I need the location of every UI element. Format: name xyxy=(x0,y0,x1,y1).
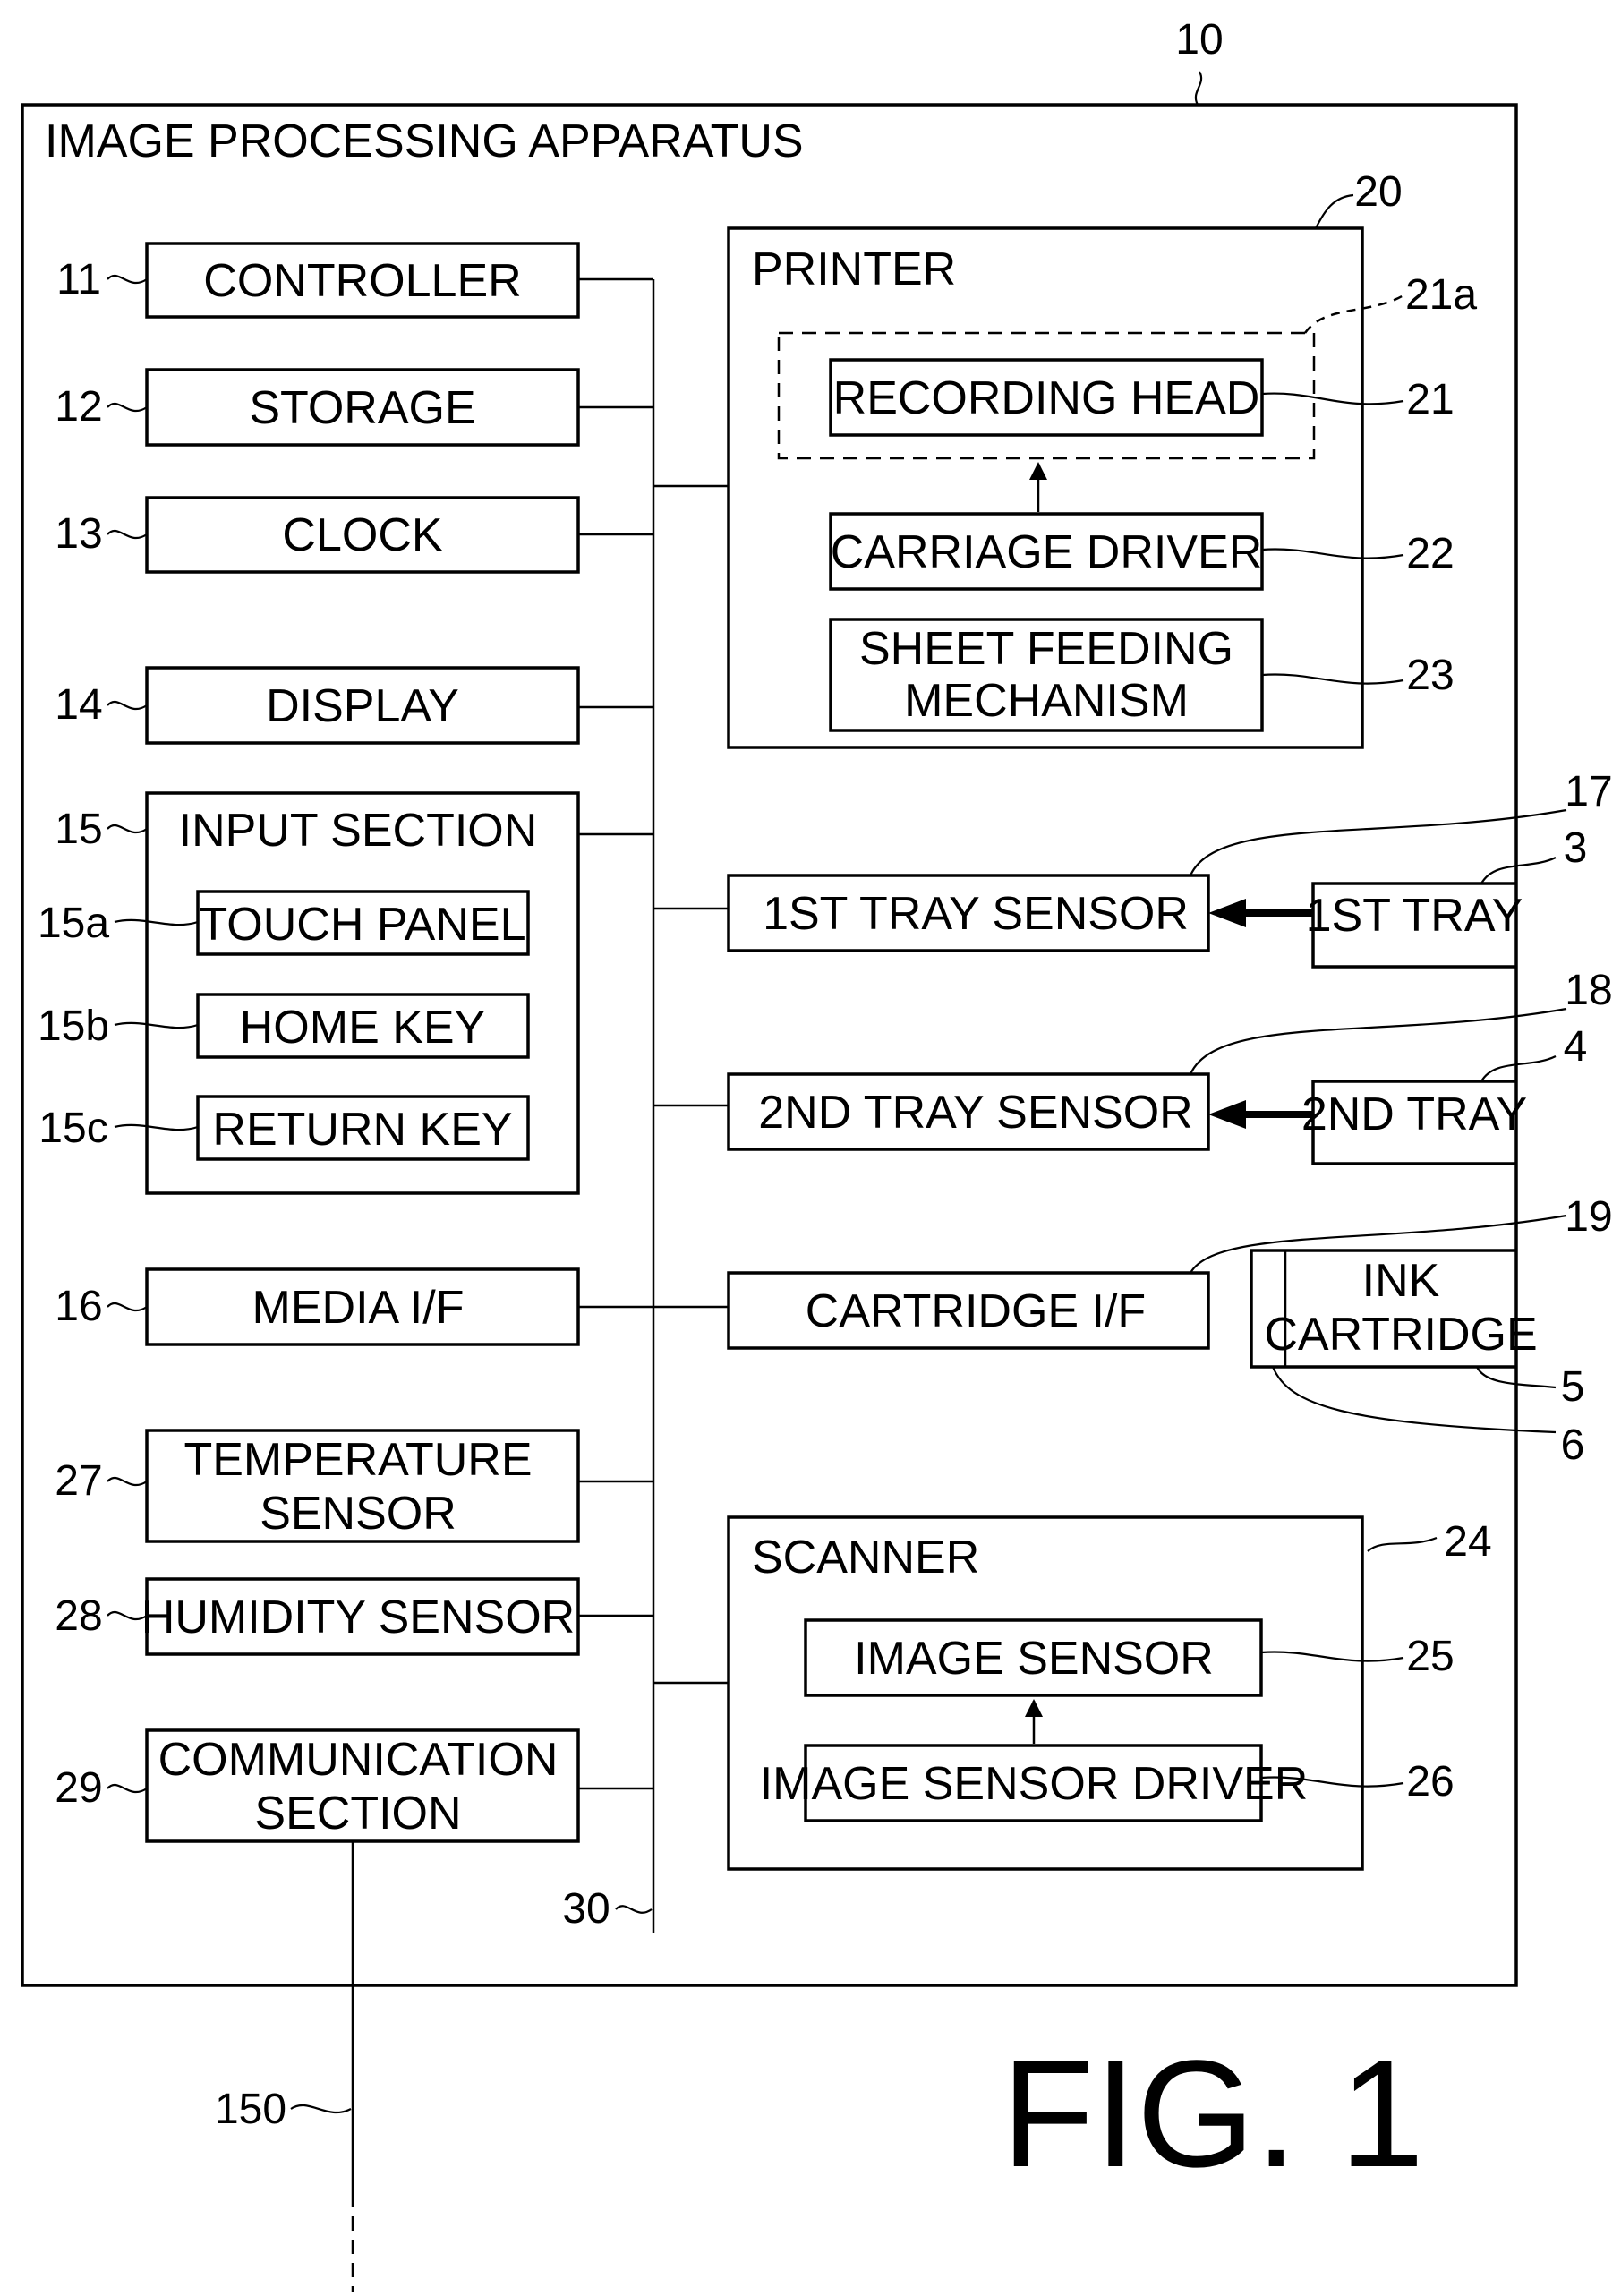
tray-2-ref: 4 xyxy=(1564,1023,1588,1071)
image-sensor-label: IMAGE SENSOR xyxy=(854,1633,1214,1685)
recording-head-ref: 21 xyxy=(1406,376,1454,423)
humidity-sensor-label: HUMIDITY SENSOR xyxy=(141,1592,575,1643)
apparatus-ref: 10 xyxy=(1175,16,1223,64)
recording-head-label: RECORDING HEAD xyxy=(833,372,1260,424)
printer-label: PRINTER xyxy=(752,243,956,295)
touch-panel-label: TOUCH PANEL xyxy=(199,899,525,951)
cartridge-contact-ref: 6 xyxy=(1561,1421,1585,1469)
carriage-driver-label: CARRIAGE DRIVER xyxy=(831,526,1263,578)
image-sensor-driver-label: IMAGE SENSOR DRIVER xyxy=(760,1758,1309,1810)
storage-ref: 12 xyxy=(55,383,102,431)
touch-panel-ref: 15a xyxy=(38,900,109,947)
figure-caption: FIG. 1 xyxy=(1002,2029,1424,2199)
home-key-ref: 15b xyxy=(38,1003,109,1050)
storage-label: STORAGE xyxy=(249,382,475,434)
scanner-label: SCANNER xyxy=(752,1532,979,1583)
clock-label: CLOCK xyxy=(282,509,442,561)
communication-section-label-1: COMMUNICATION xyxy=(158,1734,559,1786)
ink-cartridge-ref: 5 xyxy=(1561,1363,1585,1411)
display-label: DISPLAY xyxy=(266,680,459,732)
printer-ref: 20 xyxy=(1354,168,1402,216)
tray-1-label: 1ST TRAY xyxy=(1306,890,1523,942)
image-sensor-driver-ref: 26 xyxy=(1406,1758,1454,1805)
tray-sensor-1-label: 1ST TRAY SENSOR xyxy=(763,888,1189,940)
scanner-ref: 24 xyxy=(1444,1518,1491,1566)
carriage-driver-ref: 22 xyxy=(1406,530,1454,577)
cartridge-if-label: CARTRIDGE I/F xyxy=(806,1285,1146,1337)
communication-section-ref: 29 xyxy=(55,1764,102,1812)
tray-sensor-2-ref: 18 xyxy=(1565,967,1612,1014)
apparatus-title: IMAGE PROCESSING APPARATUS xyxy=(45,115,804,167)
return-key-ref: 15c xyxy=(38,1105,107,1152)
tray-sensor-1-ref: 17 xyxy=(1565,768,1612,815)
temperature-sensor-ref: 27 xyxy=(55,1457,102,1505)
temperature-sensor-label-1: TEMPERATURE xyxy=(183,1434,532,1486)
input-section-ref: 15 xyxy=(55,806,102,853)
humidity-sensor-ref: 28 xyxy=(55,1592,102,1640)
recording-head-unit-ref: 21a xyxy=(1405,271,1477,319)
tray-sensor-2-label: 2ND TRAY SENSOR xyxy=(758,1087,1192,1139)
sheet-feeding-label-1: SHEET FEEDING xyxy=(859,623,1233,675)
bus-ref-leader xyxy=(616,1906,652,1913)
controller-label: CONTROLLER xyxy=(203,255,521,307)
sheet-feeding-ref: 23 xyxy=(1406,652,1454,699)
network-ref: 150 xyxy=(215,2086,286,2133)
ink-cartridge-label-1: INK xyxy=(1362,1255,1440,1307)
cartridge-if-ref: 19 xyxy=(1565,1193,1612,1241)
clock-ref: 13 xyxy=(55,510,102,558)
return-key-label: RETURN KEY xyxy=(212,1104,512,1156)
media-if-ref: 16 xyxy=(55,1283,102,1330)
controller-ref: 11 xyxy=(56,256,101,303)
sheet-feeding-label-2: MECHANISM xyxy=(904,675,1189,727)
home-key-label: HOME KEY xyxy=(240,1002,486,1054)
temperature-sensor-label-2: SENSOR xyxy=(260,1488,456,1540)
media-if-label: MEDIA I/F xyxy=(252,1282,465,1334)
display-ref: 14 xyxy=(55,681,102,729)
apparatus-ref-leader xyxy=(1196,72,1201,105)
communication-section-label-2: SECTION xyxy=(254,1788,461,1839)
tray-1-ref: 3 xyxy=(1564,824,1588,872)
input-section-label: INPUT SECTION xyxy=(179,805,538,857)
tray-2-label: 2ND TRAY xyxy=(1301,1088,1527,1140)
image-sensor-ref: 25 xyxy=(1406,1633,1454,1680)
bus-ref: 30 xyxy=(562,1885,610,1933)
ink-cartridge-label-2: CARTRIDGE xyxy=(1264,1309,1537,1361)
